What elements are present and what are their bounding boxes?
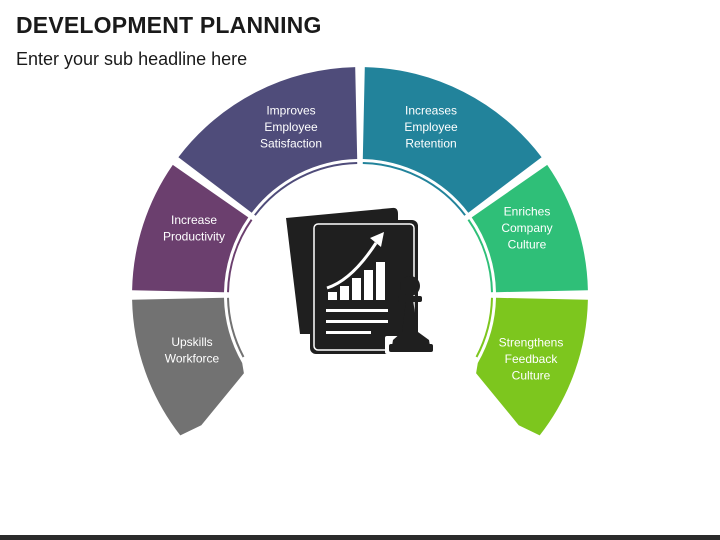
segment-1 [476, 297, 588, 436]
page-subtitle: Enter your sub headline here [16, 49, 248, 69]
segment-label-line: Improves [266, 104, 315, 118]
segment-label-line: Workforce [165, 351, 220, 365]
segment-label-line: Culture [512, 369, 551, 383]
segment-inner-gap-6 [231, 298, 251, 355]
segment-label-line: Employee [264, 120, 318, 134]
segment-inner-gap-3 [363, 166, 462, 220]
segment-inner-arc-2 [467, 219, 493, 293]
segment-label-line: Increase [171, 213, 217, 227]
segment-label-line: Strengthens [499, 336, 564, 350]
segment-4 [178, 67, 358, 213]
segment-label-line: Company [501, 221, 552, 235]
report-growth-chess-pawn-icon [286, 207, 437, 354]
segment-inner-arc-3 [362, 162, 466, 216]
segment-label-line: Productivity [163, 229, 225, 243]
segment-label-line: Culture [508, 238, 547, 252]
segment-inner-arc-4 [254, 162, 358, 216]
segment-label-line: Increases [405, 104, 457, 118]
segment-label-line: Feedback [505, 352, 559, 366]
segment-inner-gap-2 [462, 222, 489, 292]
segment-3 [362, 67, 542, 213]
segment-inner-arc-5 [227, 219, 253, 293]
segment-label-line: Employee [404, 120, 458, 134]
segment-inner-gap-5 [231, 222, 258, 292]
segment-inner-gap-1 [469, 298, 489, 355]
segment-inner-arc-1 [475, 297, 493, 358]
segment-inner-gap-4 [258, 166, 357, 220]
segment-label-line: Retention [405, 137, 456, 151]
segment-label-line: Satisfaction [260, 137, 322, 151]
segment-label-line: Enriches [504, 205, 551, 219]
segment-2 [471, 164, 588, 293]
segment-inner-arc-6 [227, 297, 245, 358]
page-title: DEVELOPMENT PLANNING [16, 12, 322, 38]
segment-5 [132, 164, 249, 293]
footer-bar [0, 535, 720, 540]
segment-6 [132, 297, 244, 436]
segment-label-line: Upskills [171, 335, 212, 349]
